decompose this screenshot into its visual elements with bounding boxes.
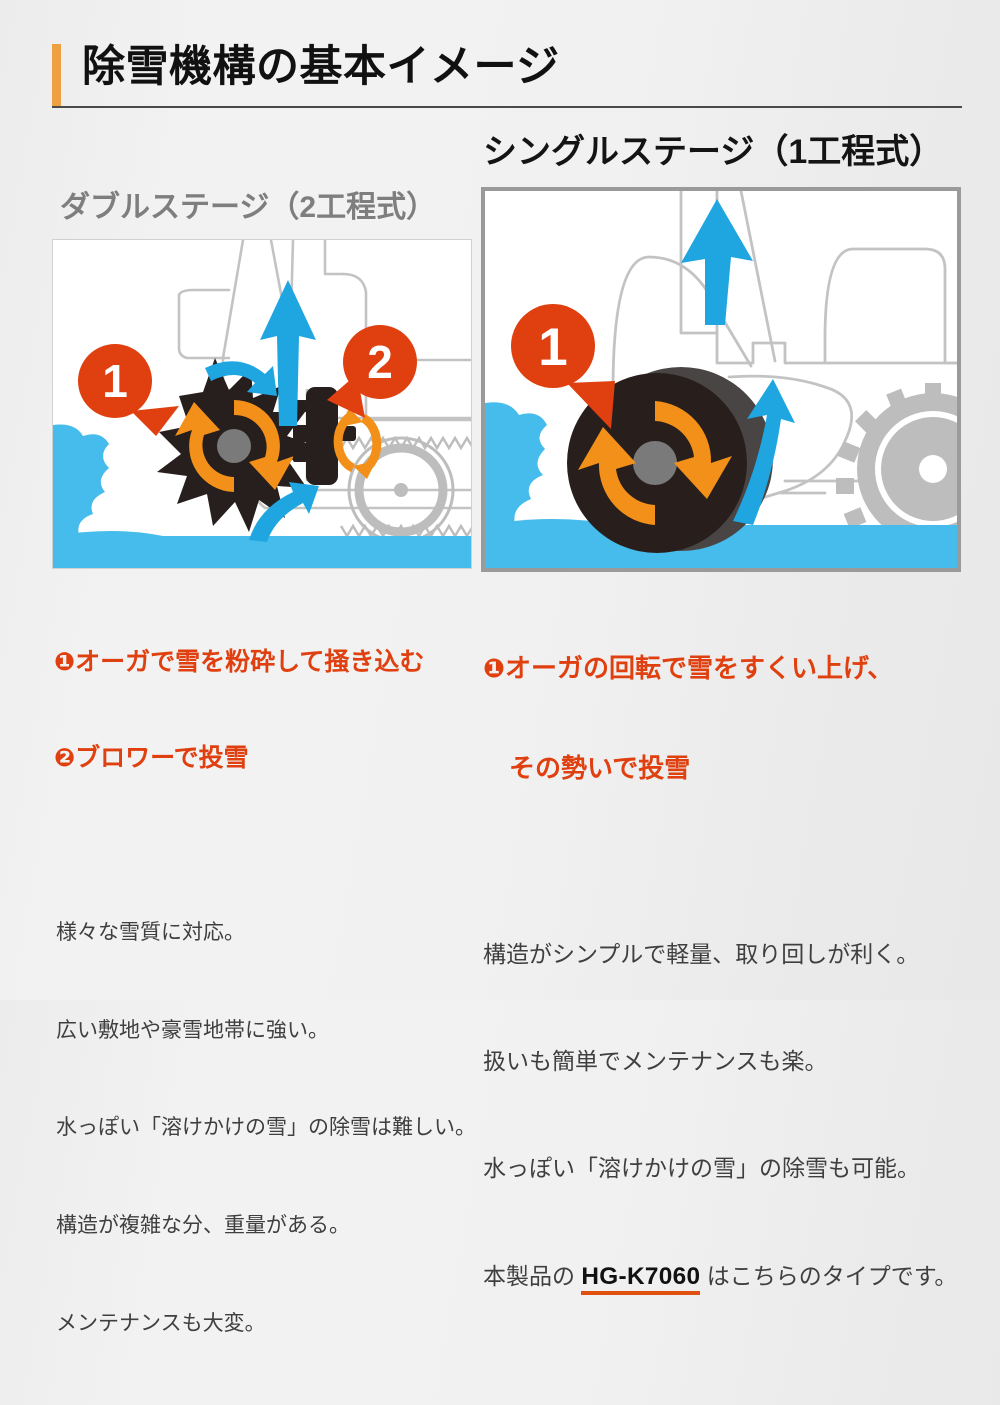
body-line: 広い敷地や豪雪地帯に強い。: [56, 1018, 329, 1042]
page-root: 除雪機構の基本イメージ ダブルステージ（2工程式）: [52, 43, 962, 1335]
auger-rotation-arrow: [175, 400, 294, 492]
page-header: 除雪機構の基本イメージ: [52, 43, 962, 110]
caption-line: ❶オーガの回転で雪をすくい上げ、: [483, 653, 894, 684]
accent-bar: [52, 44, 61, 106]
callout-badge-2: 2: [327, 325, 417, 418]
body-line-model: 本製品の HG-K7060 はこちらのタイプです。: [483, 1258, 961, 1296]
panel-heading-double-stage: ダブルステージ（2工程式）: [60, 191, 437, 224]
blower-rotation-arrowhead: [340, 408, 376, 479]
caption-line: ❶オーガで雪を粉砕して掻き込む: [54, 648, 425, 676]
page-title: 除雪機構の基本イメージ: [82, 43, 560, 91]
auger-rotation-arrow: [578, 400, 732, 525]
body-line: 様々な雪質に対応。: [56, 921, 245, 945]
caption-single-stage: ❶オーガの回転で雪をすくい上げ、 その勢いで投雪: [483, 586, 961, 852]
snow-flow-arrows: [205, 280, 319, 542]
callout-badge-1: 1: [511, 303, 615, 429]
snow-flow-arrows: [681, 198, 795, 525]
wheel-gray: [339, 435, 471, 544]
model-number: HG-K7060: [581, 1262, 701, 1295]
body-line: メンテナンスも大変。: [56, 1311, 266, 1335]
body-line: 水っぽい「溶けかけの雪」の除雪は難しい。: [56, 1116, 476, 1140]
panel-double-stage: ダブルステージ（2工程式）: [52, 190, 476, 1405]
machine-outline: [611, 190, 957, 523]
header-divider: [52, 106, 962, 108]
body-line: 水っぽい「溶けかけの雪」の除雪も可能。: [483, 1155, 920, 1182]
body-line: 構造がシンプルで軽量、取り回しが利く。: [483, 941, 920, 968]
figure-double-stage: 1 2: [52, 239, 472, 569]
caption-double-stage: ❶オーガで雪を粉砕して掻き込む ❷ブロワーで投雪: [54, 582, 472, 838]
caption-line: その勢いで投雪: [483, 753, 691, 784]
model-line-prefix: 本製品の: [483, 1262, 582, 1289]
single-stage-illustration: 1: [485, 190, 957, 568]
svg-text:1: 1: [102, 355, 128, 407]
panel-single-stage: シングルステージ（1工程式）: [481, 132, 961, 1367]
body-line: 構造が複雑な分、重量がある。: [56, 1214, 350, 1238]
svg-text:2: 2: [367, 336, 393, 388]
body-line: 扱いも簡単でメンテナンスも楽。: [483, 1048, 828, 1075]
figure-single-stage: 1: [481, 186, 961, 572]
model-line-suffix: はこちらのタイプです。: [700, 1262, 958, 1289]
panel-heading-single-stage: シングルステージ（1工程式）: [483, 133, 944, 171]
double-stage-illustration: 1 2: [53, 240, 471, 568]
caption-line: ❷ブロワーで投雪: [54, 744, 249, 772]
wheel-gray: [836, 382, 957, 556]
svg-text:1: 1: [538, 318, 567, 377]
body-single-stage: 構造がシンプルで軽量、取り回しが利く。 扱いも簡単でメンテナンスも楽。 水っぽい…: [483, 866, 961, 1367]
callout-badge-1: 1: [78, 344, 179, 436]
body-double-stage: 様々な雪質に対応。 広い敷地や豪雪地帯に強い。 水っぽい「溶けかけの雪」の除雪は…: [56, 852, 476, 1405]
